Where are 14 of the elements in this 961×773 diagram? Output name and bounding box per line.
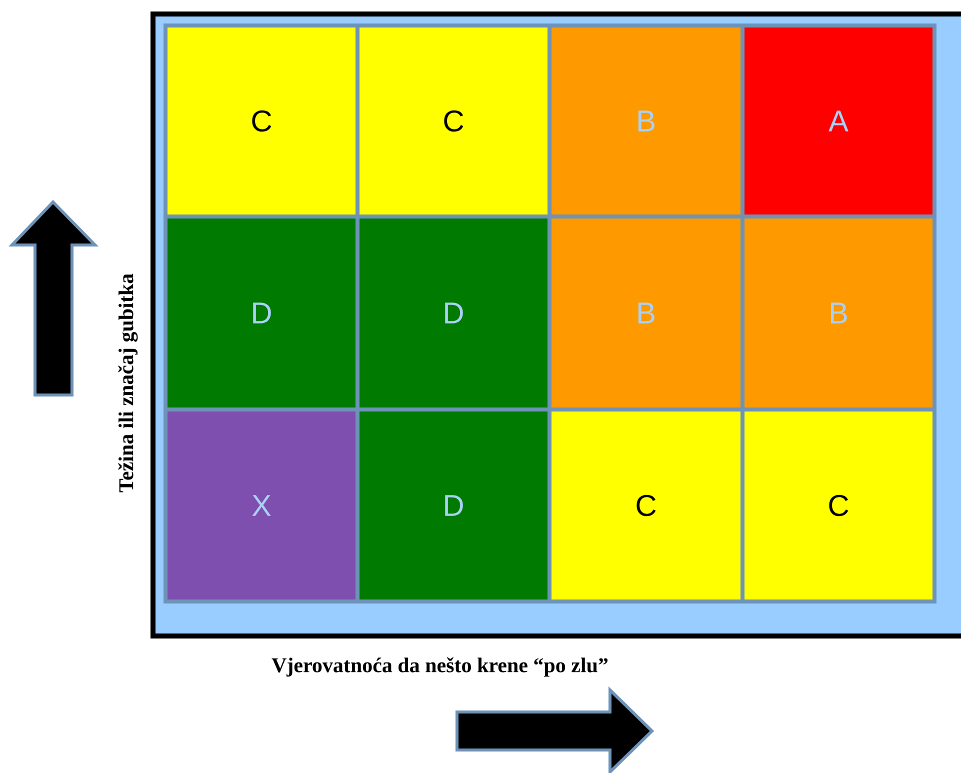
risk-cell: D	[356, 214, 552, 412]
risk-cell: B	[740, 214, 936, 412]
risk-cell: C	[356, 24, 552, 218]
axis-label: Vjerovatnoća da nešto krene “po zlu”	[272, 657, 608, 677]
axis-label: Težina ili značaj gubitka	[118, 274, 138, 492]
risk-cell: D	[164, 214, 360, 412]
risk-cell: B	[548, 214, 744, 412]
risk-cell: C	[548, 408, 744, 604]
risk-cell: D	[356, 408, 552, 604]
risk-cell: C	[164, 24, 360, 218]
risk-cell: B	[548, 24, 744, 218]
risk-cell: C	[740, 408, 936, 604]
risk-cell: A	[740, 24, 936, 218]
risk-cell: X	[164, 408, 360, 604]
